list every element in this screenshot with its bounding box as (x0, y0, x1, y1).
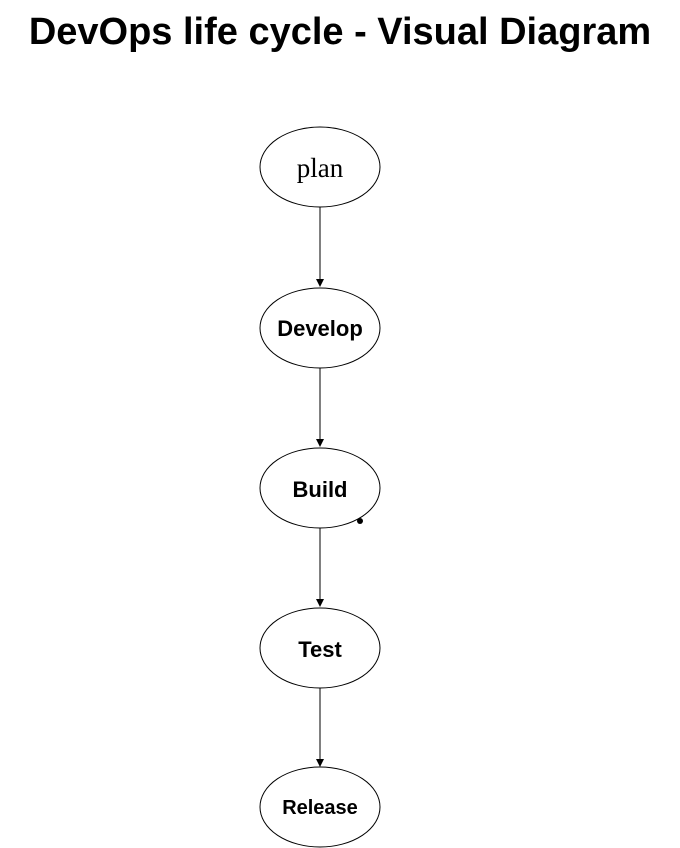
page-title: DevOps life cycle - Visual Diagram (28, 11, 652, 53)
node-release[interactable]: Release (259, 766, 381, 848)
node-build-shape (259, 447, 381, 529)
node-plan[interactable]: plan (259, 126, 381, 208)
node-develop[interactable]: Develop (259, 287, 381, 369)
node-release-shape (259, 766, 381, 848)
node-test-shape (259, 607, 381, 689)
node-develop-shape (259, 287, 381, 369)
node-test[interactable]: Test (259, 607, 381, 689)
node-plan-shape (259, 126, 381, 208)
node-develop-label: Develop (277, 316, 363, 341)
node-release-label: Release (282, 797, 358, 819)
node-build[interactable]: Build (259, 447, 381, 529)
dot-marker (357, 518, 363, 524)
node-plan-label: plan (297, 153, 344, 183)
node-build-label: Build (293, 477, 348, 502)
node-test-label: Test (298, 637, 342, 662)
